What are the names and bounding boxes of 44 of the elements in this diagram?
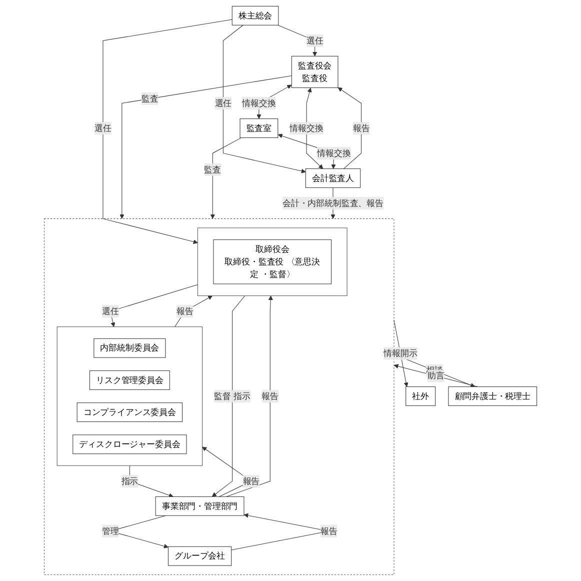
arrow xyxy=(174,296,213,328)
node-box: 事業部門・管理部門 xyxy=(155,496,244,516)
arrow xyxy=(226,296,273,497)
edge-label: 監査 xyxy=(141,93,158,104)
node-box: 会計監査人 xyxy=(305,168,361,188)
edge-label: 情報開示 xyxy=(384,348,418,358)
edge-label: 情報交換 xyxy=(290,122,324,133)
node-box: 内部統制委員会 xyxy=(94,338,166,358)
arrow xyxy=(102,19,232,244)
arrow xyxy=(210,137,242,219)
edge-label: 報告 xyxy=(176,306,194,316)
node-box: リスク管理委員会 xyxy=(89,370,170,390)
edge-label: 報告 xyxy=(262,390,279,401)
node-box: 株主総会 xyxy=(232,6,279,26)
node-box: 監査室 xyxy=(240,118,278,138)
edge-label: 報告 xyxy=(242,476,260,486)
edge-label: 会計・内部統制監査、報告 xyxy=(282,198,384,208)
node-box: 顧問弁護士・税理士 xyxy=(448,386,538,406)
node-box: 取締役会 取締役・監査役 〈意思決定 ・監督〉 xyxy=(213,239,332,284)
arrow xyxy=(212,295,246,497)
edge-label: 情報交換 xyxy=(317,148,351,158)
arrow xyxy=(394,364,478,387)
edge-label: 監督 指示 xyxy=(214,390,250,401)
node-box: コンプライアンス委員会 xyxy=(76,402,183,422)
arrow xyxy=(129,465,174,498)
edge-label: 情報交換 xyxy=(242,98,276,108)
arrow xyxy=(110,284,198,327)
arrow xyxy=(338,87,362,169)
node-box: 社外 xyxy=(406,386,436,406)
edge-label: 報告 xyxy=(352,122,370,133)
node-box: グループ会社 xyxy=(168,546,232,566)
edge-label: 選任 xyxy=(102,306,119,316)
node-box: ディスクロージャー委員会 xyxy=(72,434,187,454)
node-box: 監査役会 監査役 xyxy=(291,56,338,88)
edge-label: 選任 xyxy=(306,35,324,46)
edge-label: 指示 xyxy=(121,476,138,486)
arrow xyxy=(222,24,306,174)
cluster xyxy=(197,228,348,296)
edge-label: 監査 xyxy=(204,164,222,174)
cluster xyxy=(56,326,203,466)
edge-label: 管理 xyxy=(102,526,119,536)
edge-label: 選任 xyxy=(94,122,112,133)
edge-label: 選任 xyxy=(214,98,232,108)
edge-label: 報告 xyxy=(320,526,338,536)
